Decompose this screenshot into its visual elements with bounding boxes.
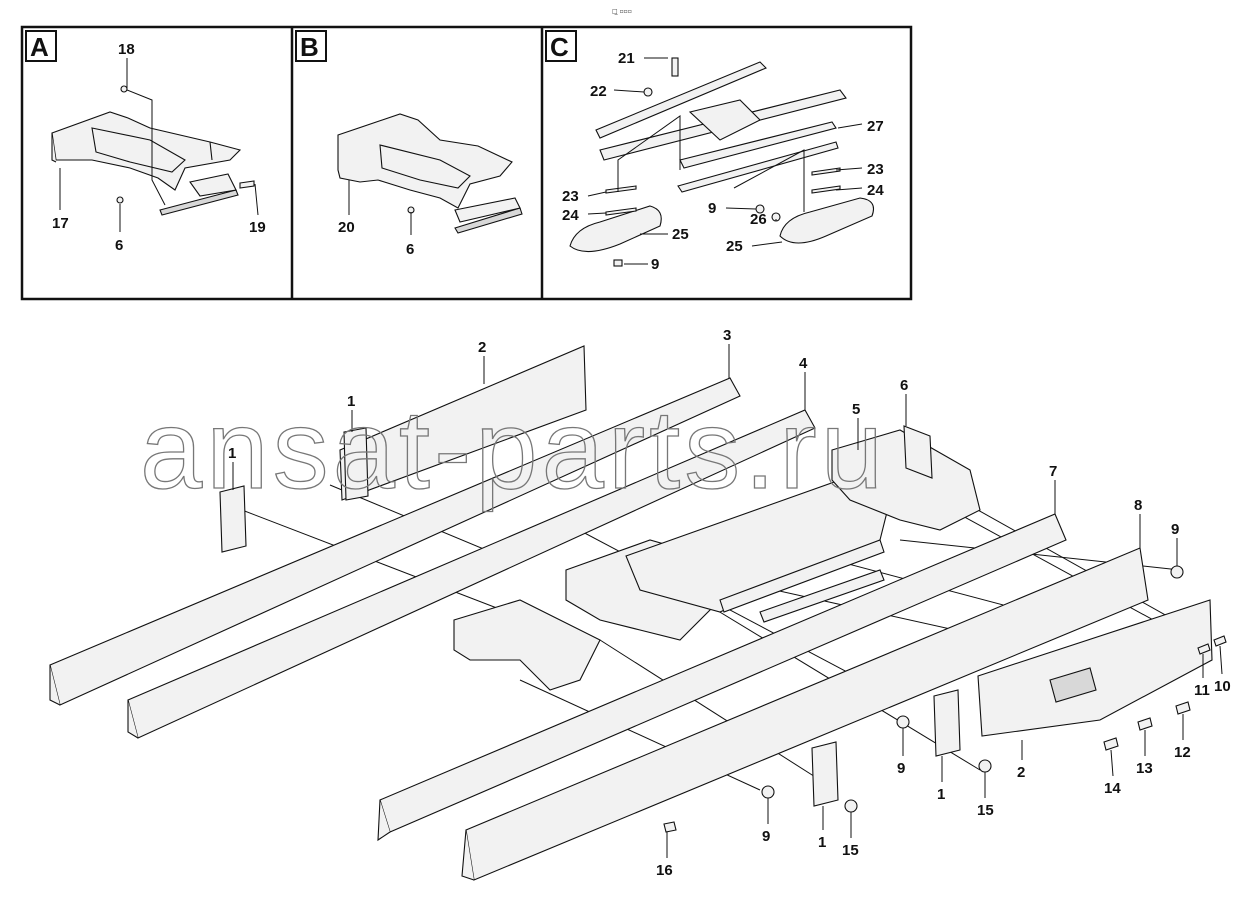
panel-a-letter: A [30, 32, 49, 62]
label-c-25l: 25 [672, 226, 689, 243]
leader-c-22 [613, 89, 645, 93]
label-c-23r: 23 [867, 161, 884, 178]
label-c-23l: 23 [562, 188, 579, 205]
bolt-12 [1175, 701, 1191, 715]
main-leaders [232, 344, 1223, 858]
panel-a: A 18 17 6 19 [25, 30, 266, 254]
leader-c-23l [587, 191, 607, 197]
bolt-16 [663, 821, 677, 833]
label-b-6: 6 [406, 241, 414, 258]
detail-panels: A 18 17 6 19 B [20, 25, 913, 301]
label-main-4: 4 [799, 355, 808, 372]
panel-frame [20, 25, 913, 301]
leader-a-18 [126, 58, 166, 206]
panel-b-letter-box [295, 30, 327, 62]
label-c-24l: 24 [562, 207, 579, 224]
leader-c-24r [835, 187, 863, 191]
label-main-2-right: 2 [1017, 764, 1025, 781]
label-c-25r: 25 [726, 238, 743, 255]
label-a-6: 6 [115, 237, 123, 254]
label-main-15-b: 15 [842, 842, 859, 859]
label-main-8: 8 [1134, 497, 1142, 514]
side-plate-2-right [977, 599, 1213, 737]
label-main-7: 7 [1049, 463, 1057, 480]
main-exploded-view: 2 3 4 1 1 5 6 7 8 9 2 9 11 10 12 13 14 1… [49, 327, 1231, 881]
label-c-26: 26 [750, 211, 767, 228]
label-main-1-a: 1 [347, 393, 355, 410]
leader-c-24l [587, 212, 607, 215]
label-main-9-a: 9 [1171, 521, 1179, 538]
panel-b: B 20 6 [295, 30, 523, 258]
leader-c-25r [751, 241, 783, 247]
label-c-21: 21 [618, 50, 635, 67]
bracket-1-c [933, 689, 961, 757]
bracket-1-d [811, 741, 839, 807]
panel-a-letter-box [25, 30, 57, 62]
panel-c: C [545, 30, 884, 273]
label-main-15-a: 15 [977, 802, 994, 819]
label-c-9r: 9 [708, 200, 716, 217]
label-main-9-c: 9 [762, 828, 770, 845]
leader-c-27 [837, 123, 863, 129]
panel-c-letter-box [545, 30, 577, 62]
nut-9-c [761, 785, 775, 799]
crossmember-a-drawing [51, 85, 255, 216]
label-main-1-d: 1 [818, 834, 826, 851]
label-c-27: 27 [867, 118, 884, 135]
label-a-19: 19 [249, 219, 266, 236]
label-main-13: 13 [1136, 760, 1153, 777]
rail-2-top [339, 345, 587, 501]
support-plate-6 [903, 425, 933, 479]
bolt-14 [1103, 737, 1119, 751]
header-mark: □̲ ▫▫▫ [612, 8, 632, 15]
crossmember-b-drawing [337, 113, 523, 234]
label-a-17: 17 [52, 215, 69, 232]
label-main-10: 10 [1214, 678, 1231, 695]
label-a-18: 18 [118, 41, 135, 58]
crossmember-c-drawing [569, 57, 875, 267]
channel-c [719, 539, 885, 613]
label-main-2-top: 2 [478, 339, 486, 356]
label-main-16: 16 [656, 862, 673, 879]
label-c-24r: 24 [867, 182, 884, 199]
label-main-6: 6 [900, 377, 908, 394]
label-c-22: 22 [590, 83, 607, 100]
bracket-1-a [219, 485, 247, 553]
label-main-3: 3 [723, 327, 731, 344]
rail-8 [465, 547, 1149, 881]
label-main-1-b: 1 [228, 445, 236, 462]
bolt-11 [1197, 643, 1211, 655]
nut-15-a [978, 759, 992, 773]
nut-9-a [1170, 565, 1184, 579]
label-main-5: 5 [852, 401, 860, 418]
rail-4 [127, 409, 816, 739]
label-c-9b: 9 [651, 256, 659, 273]
leader-c-frame [617, 115, 805, 212]
nut-15-b [844, 799, 858, 813]
label-b-20: 20 [338, 219, 355, 236]
label-main-9-b: 9 [897, 760, 905, 777]
label-main-11: 11 [1194, 682, 1210, 699]
crossmember-lower [453, 599, 601, 691]
leader-a-19 [254, 183, 259, 216]
label-main-14: 14 [1104, 780, 1121, 797]
nut-9-b [896, 715, 910, 729]
bolt-13 [1137, 717, 1153, 731]
panel-b-letter: B [300, 32, 319, 62]
leader-c-23r [835, 167, 863, 171]
panel-c-letter: C [550, 32, 569, 62]
watermark-text: ansat-parts.ru [140, 387, 887, 512]
label-main-12: 12 [1174, 744, 1191, 761]
leader-c-9r [725, 207, 757, 210]
label-main-1-c: 1 [937, 786, 945, 803]
channel-d [759, 569, 885, 623]
bracket-1-b [343, 427, 369, 501]
bolt-10 [1213, 635, 1227, 647]
